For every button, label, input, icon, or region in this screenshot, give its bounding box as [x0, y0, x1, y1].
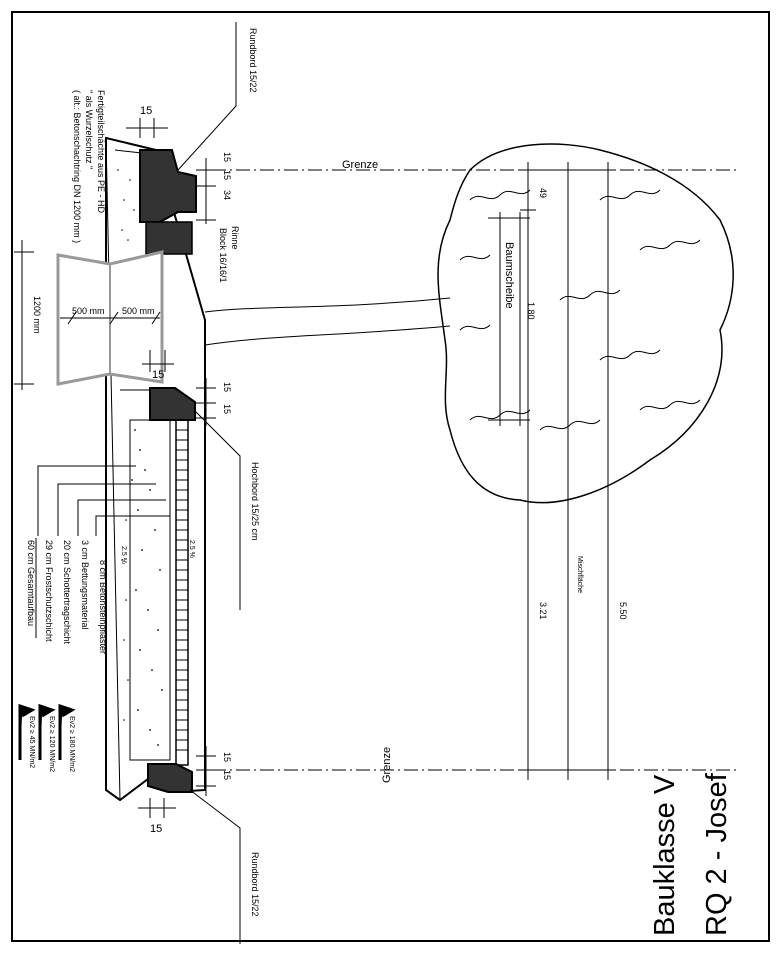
dim-15-top-b: 15	[222, 170, 232, 180]
curb-stones	[139, 149, 197, 793]
dim-15-bot-b: 15	[222, 770, 232, 780]
shaft-note-line2: " als Wurzelschutz "	[84, 90, 94, 169]
leader-rundbord-bottom	[189, 789, 241, 944]
shaft-dim-total: 1200 mm	[32, 296, 42, 334]
dim-15-bottom: 15	[150, 823, 162, 835]
baumscheibe-label: Baumscheibe	[503, 242, 515, 309]
boundary-label-top: Grenze	[342, 159, 378, 171]
shaft-note-line1: Fertigteilschächte aus PE - HD	[96, 90, 106, 214]
small-dimensions: 15 15 15 34 15 15 15 15 15 15	[126, 105, 232, 835]
label-rundbord-top: Rundbord 15/22	[248, 28, 258, 93]
slope-a: 2.5 %	[188, 540, 195, 558]
layer-list: 8 cm Betonsteinpflaster 3 cm Bettungsmat…	[26, 538, 108, 654]
dim-321: 3.21	[538, 602, 548, 620]
layer-1: 8 cm Betonsteinpflaster	[98, 560, 108, 654]
dim-15-bot-a: 15	[222, 752, 232, 762]
baumscheibe-dim: Baumscheibe 1.80	[488, 212, 536, 426]
baumscheibe-width: 1.80	[526, 302, 536, 320]
dim-49: 49	[538, 188, 548, 198]
legend-mark-a: Ev2 ≥ 180 MN/m2	[68, 716, 75, 772]
shaft-dim-half-b: 500 mm	[122, 306, 155, 316]
label-rundbord-bottom: Rundbord 15/22	[250, 852, 260, 917]
layer-4: 29 cm Frostschutzschicht	[44, 540, 54, 642]
paving-strip	[175, 419, 189, 766]
main-dimensions: 49 3.21 Mischfläche 5.50	[520, 162, 628, 780]
slope-b: 2.5 %	[120, 546, 127, 564]
layer-3: 20 cm Schottertragschicht	[62, 540, 72, 645]
dim-mischflaeche: Mischfläche	[576, 556, 583, 593]
title-line-2: Bauklasse V	[649, 774, 681, 936]
dim-15-top-a: 15	[222, 152, 232, 162]
gutter-block-label: Block 16/16/1	[218, 228, 228, 283]
tree-drawing	[204, 143, 734, 504]
leader-rundbord-top	[177, 22, 237, 171]
layer-leaders	[37, 465, 170, 536]
legend-markers: Ev2 ≥ 180 MN/m2 Ev2 ≥ 120 MN/m2 Ev2 ≥ 45…	[18, 703, 76, 772]
drawing-frame	[11, 11, 770, 942]
shaft-dim-half-a: 500 mm	[72, 306, 105, 316]
shaft-note: Fertigteilschächte aus PE - HD " als Wur…	[72, 90, 106, 243]
tree-shaft: 500 mm 500 mm 1200 mm	[14, 240, 164, 390]
legend-mark-b: Ev2 ≥ 120 MN/m2	[48, 716, 55, 772]
dim-15-top-left: 15	[140, 105, 152, 117]
dim-34: 34	[222, 190, 232, 200]
shaft-note-line3: ( alt.: Betonschachtring DN 1200 mm )	[72, 90, 82, 243]
dim-550: 5.50	[618, 602, 628, 620]
title-line-1: RQ 2 - Josef	[701, 772, 733, 936]
leader-hochbord	[195, 411, 241, 610]
boundary-label-bottom: Grenze	[381, 747, 393, 783]
layer-total: 60 cm Gesamtaufbau	[26, 540, 36, 626]
gutter-rinne-label: Rinne	[230, 226, 240, 250]
label-hochbord: Hochbord 15/25 cm	[250, 462, 260, 541]
dim-15-mid-b: 15	[222, 404, 232, 414]
drawing-title: RQ 2 - Josef Bauklasse V	[649, 772, 733, 936]
layer-2: 3 cm Bettungsmaterial	[80, 540, 90, 630]
legend-mark-c: Ev2 ≥ 45 MN/m2	[28, 716, 35, 768]
dim-15-center: 15	[152, 369, 164, 381]
dim-15-mid-a: 15	[222, 382, 232, 392]
